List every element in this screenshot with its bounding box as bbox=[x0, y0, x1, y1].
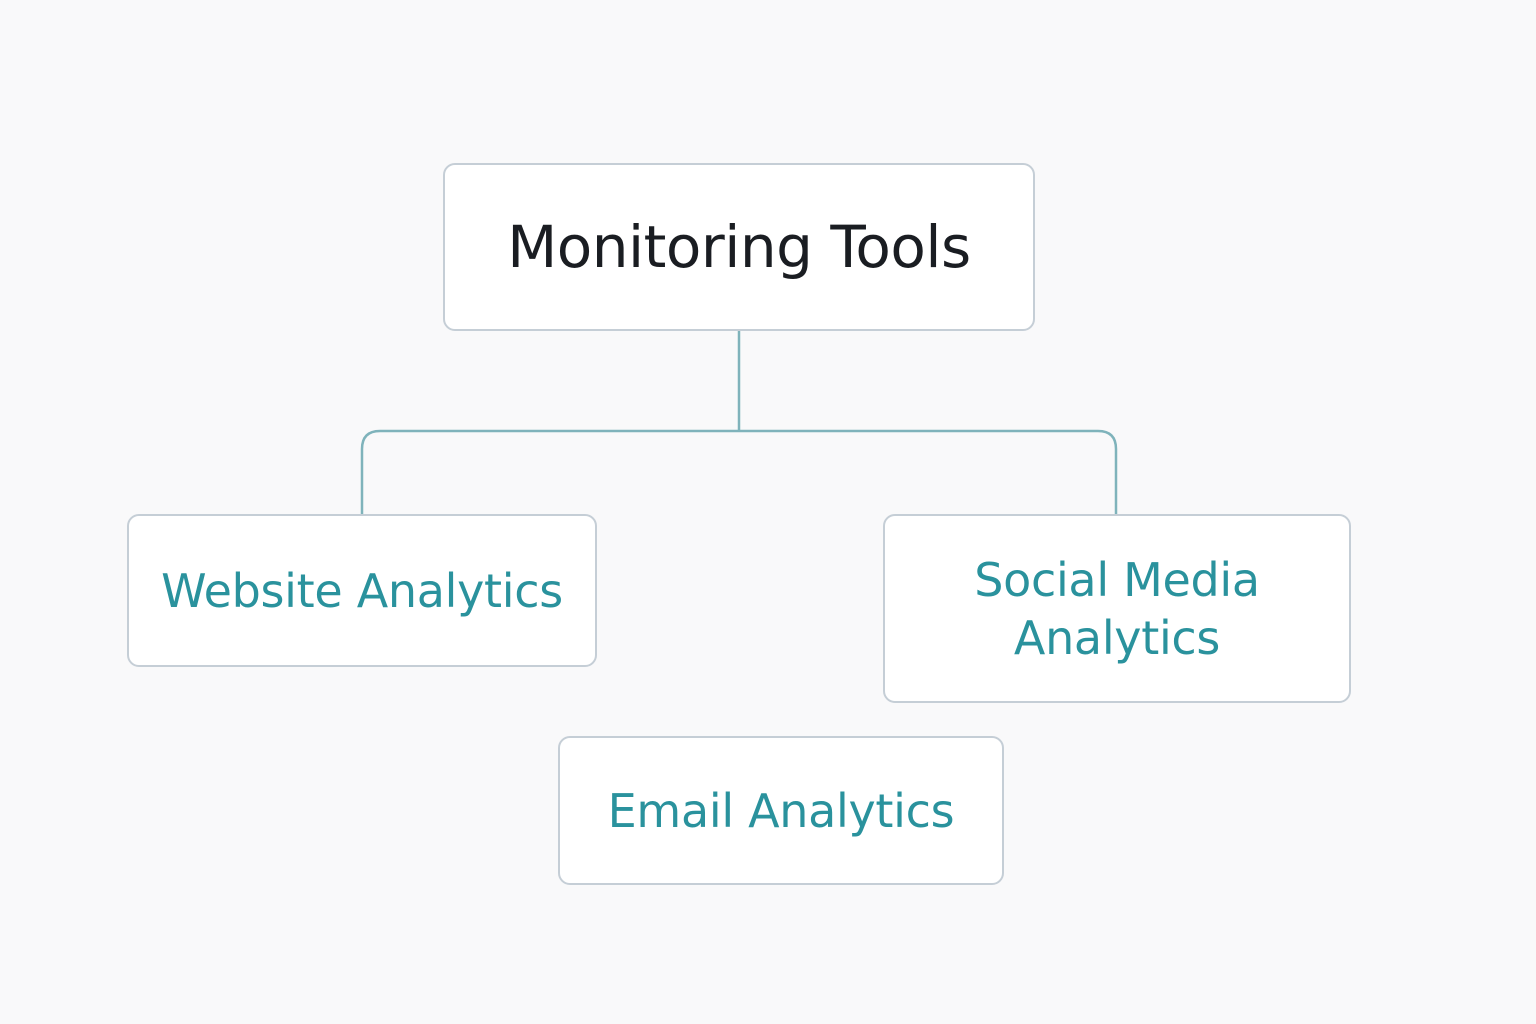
root-node-monitoring-tools: Monitoring Tools bbox=[443, 163, 1035, 331]
node-social-media-analytics-label: Social Media Analytics bbox=[974, 552, 1260, 665]
node-website-analytics-label: Website Analytics bbox=[161, 563, 563, 618]
connector-to-website bbox=[360, 429, 739, 514]
node-email-analytics: Email Analytics bbox=[558, 736, 1004, 885]
node-social-media-analytics: Social Media Analytics bbox=[883, 514, 1351, 703]
connector-to-social bbox=[739, 429, 1118, 514]
node-website-analytics: Website Analytics bbox=[127, 514, 597, 667]
root-node-label: Monitoring Tools bbox=[507, 213, 971, 281]
node-email-analytics-label: Email Analytics bbox=[607, 783, 955, 838]
